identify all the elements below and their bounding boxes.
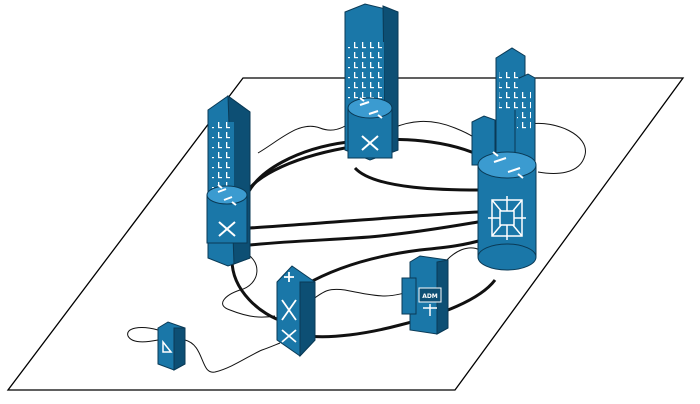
- building-center[interactable]: [344, 3, 399, 161]
- ground-plane: [6, 77, 685, 391]
- access-device-icon: [162, 339, 173, 353]
- small-device[interactable]: [157, 321, 186, 371]
- router-icon: [206, 184, 248, 244]
- thin-link-small-optical: [184, 339, 281, 373]
- building-left[interactable]: [206, 94, 251, 267]
- router-icon: [347, 97, 393, 159]
- thin-link-small-loop: [127, 327, 159, 343]
- thin-link-left-optical: [222, 249, 276, 318]
- thin-links: [127, 120, 586, 373]
- optical-switch[interactable]: [276, 265, 316, 358]
- thin-link-left-center: [257, 125, 346, 154]
- cross-connect-icon: [281, 272, 297, 343]
- building-right[interactable]: [471, 47, 537, 271]
- thin-link-optical-adm: [311, 288, 406, 301]
- atm-switch-icon: [477, 151, 537, 271]
- ring-optical-to-right: [304, 238, 483, 287]
- ring-bottom: [299, 279, 497, 339]
- adm-label: ADM: [422, 293, 438, 300]
- ring-lower-right: [249, 220, 479, 247]
- fiber-rings: [230, 137, 497, 339]
- ring-inner-top: [353, 166, 481, 192]
- adm-icon: ADM: [418, 287, 442, 316]
- ring-middle: [249, 210, 479, 230]
- adm-device[interactable]: ADM: [401, 255, 449, 335]
- thin-link-right-loop: [529, 122, 586, 174]
